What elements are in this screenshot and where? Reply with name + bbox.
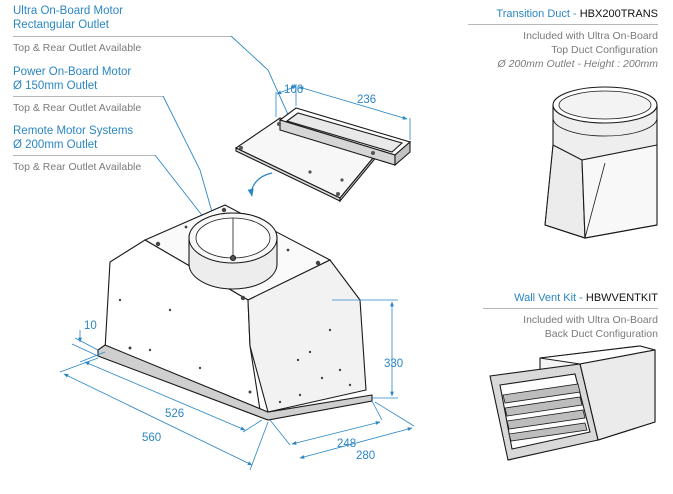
callout-2-title-line1: Power On-Board Motor: [13, 66, 132, 78]
wall-vent-heading: Wall Vent Kit - HBWVENTKIT: [514, 292, 658, 305]
transition-duct-name: Transition Duct -: [496, 8, 580, 20]
transition-duct-line2: Top Duct Configuration: [551, 44, 658, 56]
dim-236-line: [298, 86, 408, 120]
callout-1-title-line1: Ultra On-Board Motor: [13, 5, 123, 17]
dim-height: 330: [384, 358, 403, 370]
callout-2-title-line2: Ø 150mm Outlet: [13, 80, 98, 92]
wall-vent-name: Wall Vent Kit -: [514, 292, 586, 304]
fit-arrow: [247, 172, 273, 197]
dim-248-ext2: [371, 400, 383, 421]
dim-10-ext2: [74, 337, 99, 351]
callout-1-note: Top & Rear Outlet Available: [13, 42, 142, 54]
transition-duct-line1: Included with Ultra On-Board: [523, 30, 658, 42]
transition-duct-rule: [468, 24, 658, 25]
callout-1-leader: [230, 35, 296, 131]
wall-vent-illustration: [489, 345, 656, 461]
callout-1-rule: [13, 36, 231, 37]
callout-2-note: Top & Rear Outlet Available: [13, 102, 142, 114]
callout-1-title-line2: Rectangular Outlet: [13, 19, 109, 31]
dim-inner-width: 526: [165, 408, 184, 420]
dim-248-ext1: [269, 419, 291, 446]
callout-3-title-line1: Remote Motor Systems: [13, 125, 134, 137]
callout-3-rule: [13, 155, 155, 156]
dim-outer-width: 560: [142, 432, 161, 444]
dim-10-ext1: [71, 343, 99, 357]
transition-duct-line3: Ø 200mm Outlet - Height : 200mm: [497, 58, 658, 70]
dim-lip: 10: [84, 320, 97, 332]
wall-vent-line2: Back Duct Configuration: [544, 328, 658, 340]
callout-2-leader: [162, 95, 213, 213]
dim-plate-width: 236: [357, 94, 376, 106]
rectangular-outlet-plate: [234, 107, 412, 203]
dim-106-line: [276, 85, 297, 95]
dim-560-ext1: [59, 357, 99, 373]
callout-3-note: Top & Rear Outlet Available: [13, 161, 142, 173]
dim-inner-depth: 248: [337, 438, 356, 450]
dim-560-line: [63, 373, 253, 466]
callout-2-rule: [13, 96, 163, 97]
transition-duct-illustration: [544, 86, 658, 239]
dim-526-ext2: [242, 419, 263, 433]
dim-248-line: [291, 421, 381, 445]
dim-outer-depth: 280: [356, 450, 375, 462]
wall-vent-rule: [483, 308, 658, 309]
dim-plate-depth: 106: [284, 84, 303, 96]
rangehood-body: [97, 204, 373, 421]
wall-vent-line1: Included with Ultra On-Board: [523, 314, 658, 326]
dim-560-ext2: [249, 421, 269, 471]
transition-duct-heading: Transition Duct - HBX200TRANS: [496, 8, 658, 21]
callout-3-title-line2: Ø 200mm Outlet: [13, 139, 98, 151]
wall-vent-code: HBWVENTKIT: [585, 292, 658, 304]
dim-526-ext1: [79, 351, 106, 363]
dim-280-line: [299, 427, 413, 459]
dim-280-ext: [374, 401, 415, 427]
transition-duct-code: HBX200TRANS: [579, 8, 658, 20]
